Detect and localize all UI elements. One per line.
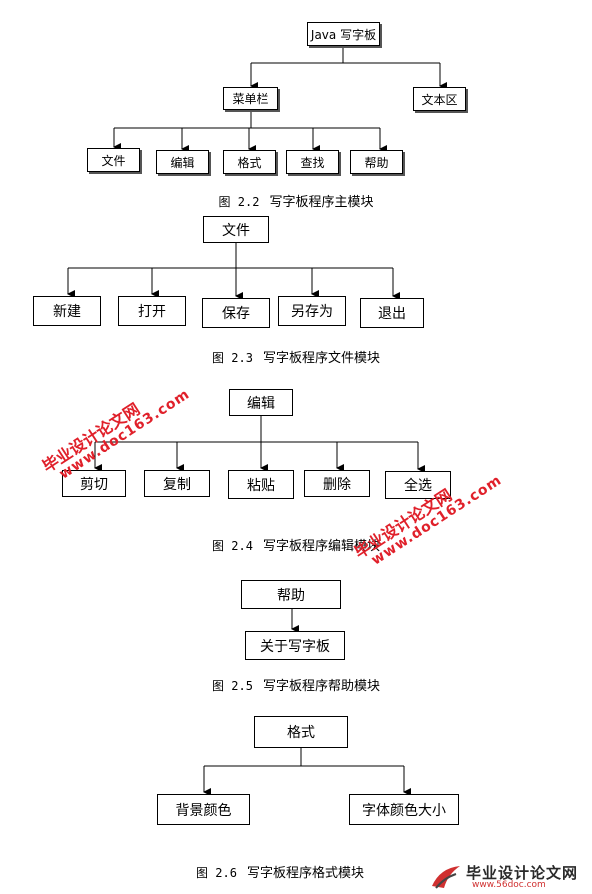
caption-text: 写字板程序编辑模块 — [262, 539, 380, 554]
figure-2-5-caption: 图 2.5 写字板程序帮助模块 — [0, 675, 592, 694]
font-color-size-node: 字体颜色大小 — [349, 794, 459, 825]
caption-number: 图 2.4 — [212, 539, 253, 553]
cut-node: 剪切 — [62, 470, 126, 497]
copy-node: 复制 — [144, 470, 210, 497]
new-node: 新建 — [33, 296, 101, 326]
save-node: 保存 — [202, 298, 270, 328]
file-menu-node: 文件 — [87, 148, 140, 172]
format-menu-node: 格式 — [223, 150, 276, 174]
file-root-node: 文件 — [203, 216, 269, 243]
delete-node: 删除 — [304, 470, 370, 497]
exit-node: 退出 — [360, 298, 424, 328]
edit-root-node: 编辑 — [229, 389, 293, 416]
background-color-node: 背景颜色 — [157, 794, 250, 825]
edit-menu-node: 编辑 — [156, 150, 209, 174]
figure-2-4-caption: 图 2.4 写字板程序编辑模块 — [0, 535, 592, 554]
caption-number: 图 2.5 — [212, 679, 253, 693]
help-root-node: 帮助 — [241, 580, 341, 609]
caption-text: 写字板程序格式模块 — [246, 866, 364, 881]
site-logo: 毕业设计论文网 www.56doc.com — [430, 862, 590, 892]
logo-text: 毕业设计论文网 — [466, 864, 579, 882]
about-wordpad-node: 关于写字板 — [245, 631, 345, 660]
caption-number: 图 2.6 — [196, 866, 237, 880]
java-wordpad-root-node: Java 写字板 — [307, 22, 380, 46]
menubar-node: 菜单栏 — [223, 87, 278, 110]
logo-url: www.56doc.com — [472, 880, 546, 890]
save-as-node: 另存为 — [278, 296, 346, 326]
figure-2-2-caption: 图 2.2 写字板程序主模块 — [0, 191, 592, 210]
find-menu-node: 查找 — [286, 150, 339, 174]
caption-text: 写字板程序主模块 — [269, 195, 374, 210]
caption-number: 图 2.3 — [212, 351, 253, 365]
figure-2-6-caption: 图 2.6 写字板程序格式模块 — [0, 862, 560, 881]
figure-2-3-caption: 图 2.3 写字板程序文件模块 — [0, 347, 592, 366]
open-node: 打开 — [118, 296, 186, 326]
select-all-node: 全选 — [385, 471, 451, 499]
logo-mark-icon — [432, 866, 460, 889]
help-menu-node: 帮助 — [350, 150, 403, 174]
textarea-node: 文本区 — [413, 87, 466, 111]
paste-node: 粘贴 — [228, 470, 294, 499]
caption-text: 写字板程序帮助模块 — [262, 679, 380, 694]
format-root-node: 格式 — [254, 716, 348, 748]
caption-text: 写字板程序文件模块 — [262, 351, 380, 366]
caption-number: 图 2.2 — [218, 195, 260, 209]
